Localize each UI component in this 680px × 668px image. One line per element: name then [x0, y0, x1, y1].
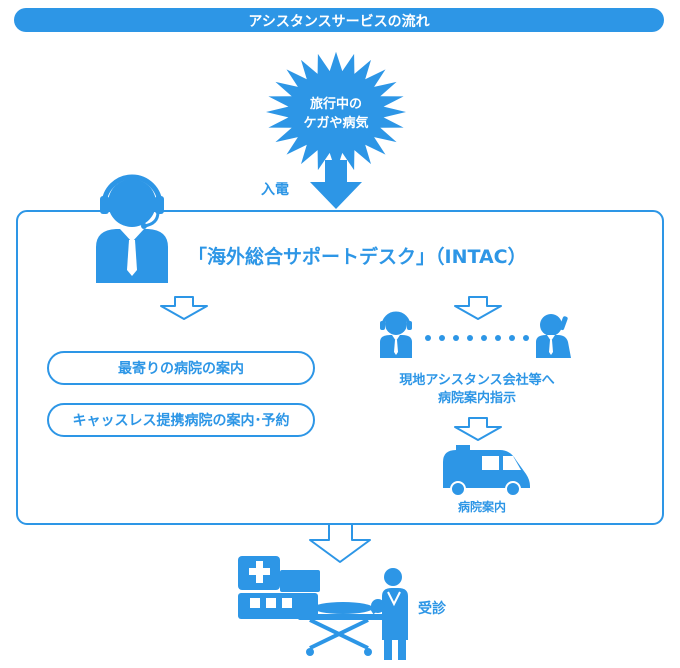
- vehicle-flow-arrow: [454, 417, 502, 441]
- right-flow-arrow: [454, 296, 502, 320]
- option-nearest-hospital-label: 最寄りの病院の案内: [118, 360, 244, 377]
- support-desk-title: 「海外総合サポートデスク」（INTAC）: [188, 245, 527, 268]
- instruction-line1: 現地アシスタンス会社等へ: [399, 372, 554, 388]
- hospital-treatment-icon: [238, 556, 408, 660]
- left-flow-arrow: [160, 296, 208, 320]
- incoming-call-arrow: [310, 160, 362, 209]
- vehicle-label: 病院案内: [458, 499, 506, 514]
- incident-line1: 旅行中の: [310, 96, 362, 112]
- phone-connection-dots: [425, 335, 529, 341]
- option-cashless-hospital-label: キャッスレス提携病院の案内･予約: [73, 412, 290, 429]
- treatment-label: 受診: [418, 600, 447, 617]
- incoming-call-label: 入電: [261, 181, 289, 198]
- header-title: アシスタンスサービスの流れ: [248, 13, 429, 30]
- person-on-phone-icon: [536, 314, 571, 358]
- instruction-line2: 病院案内指示: [438, 390, 516, 406]
- treatment-flow-arrow: [309, 523, 371, 563]
- option-nearest-hospital: 最寄りの病院の案内: [47, 351, 315, 385]
- option-cashless-hospital: キャッスレス提携病院の案内･予約: [47, 403, 315, 437]
- incident-line2: ケガや病気: [303, 115, 368, 131]
- small-operator-icon: [380, 311, 412, 358]
- header-bar: アシスタンスサービスの流れ: [14, 8, 664, 32]
- operator-headset-icon: [96, 174, 168, 283]
- incident-burst: 旅行中の ケガや病気: [266, 51, 406, 173]
- van-icon: [443, 445, 530, 497]
